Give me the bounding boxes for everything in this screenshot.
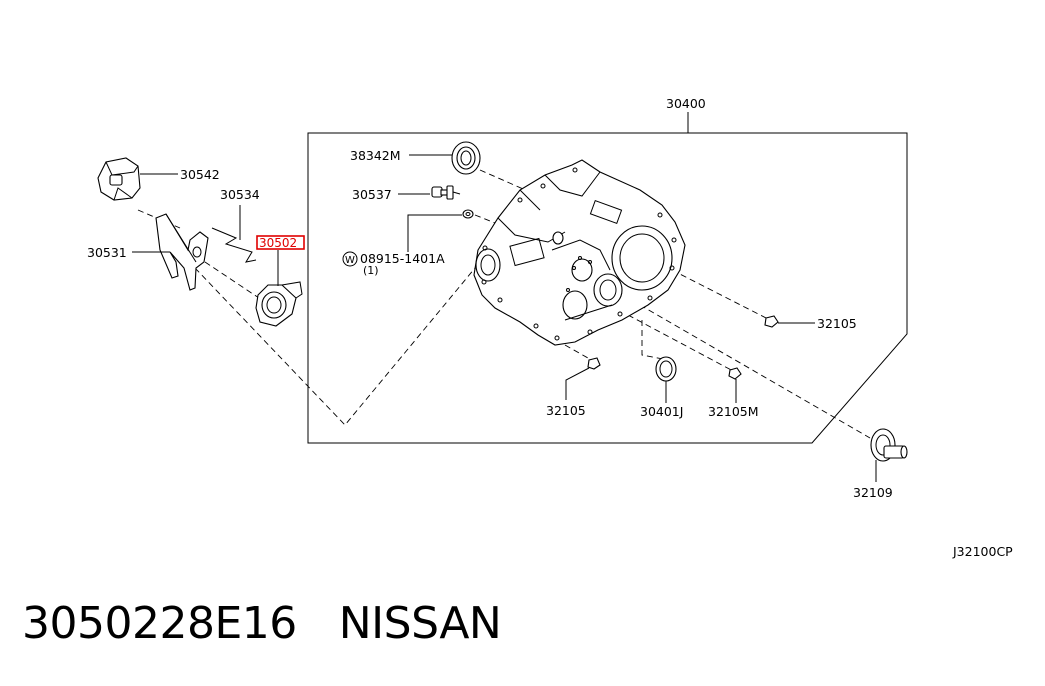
case-group-frame (307, 132, 908, 444)
label-08915-qty: (1) (363, 264, 379, 277)
return-spring-30534[interactable] (211, 227, 257, 263)
oil-seal-38342M[interactable] (451, 141, 481, 175)
label-30502-highlighted[interactable]: 30502 (259, 236, 297, 250)
footer-caption: 3050228E16 NISSAN (22, 598, 502, 649)
label-32105-bottom[interactable]: 32105 (546, 403, 586, 418)
washer-08915-1401A[interactable] (462, 209, 474, 219)
release-bearing-30502[interactable] (255, 281, 303, 327)
label-38342M[interactable]: 38342M (350, 148, 401, 163)
label-30534[interactable]: 30534 (220, 187, 260, 202)
label-32109[interactable]: 32109 (853, 485, 893, 500)
label-30542[interactable]: 30542 (180, 167, 220, 182)
withdrawal-lever-30531[interactable] (155, 213, 209, 291)
label-30400[interactable]: 30400 (666, 96, 706, 111)
transmission-case-30400[interactable] (473, 159, 686, 346)
label-30537[interactable]: 30537 (352, 187, 392, 202)
dust-boot-30542[interactable] (97, 157, 141, 201)
footer-brand: NISSAN (338, 598, 502, 649)
leader-32105-bottom (565, 367, 590, 400)
bushing-32109[interactable] (870, 428, 908, 462)
dowel-pin-32105-bottom[interactable] (587, 357, 601, 370)
dowel-pin-32105-right[interactable] (764, 315, 779, 328)
label-30401J[interactable]: 30401J (640, 404, 683, 419)
leader-08915 (407, 214, 462, 252)
highlight-box-30502 (256, 235, 305, 250)
label-08915-1401A[interactable]: 08915-1401A (360, 251, 445, 266)
label-30531[interactable]: 30531 (87, 245, 127, 260)
seal-30401J[interactable] (655, 356, 677, 382)
label-32105M[interactable]: 32105M (708, 404, 759, 419)
washer-symbol: W (342, 251, 358, 267)
label-32105-right[interactable]: 32105 (817, 316, 857, 331)
bleeder-screw-30537[interactable] (431, 185, 461, 200)
drawing-code: J32100CP (952, 544, 1013, 559)
footer-part-number: 3050228E16 (22, 598, 297, 649)
svg-text:W: W (345, 255, 355, 266)
pin-32105M[interactable] (728, 367, 742, 380)
